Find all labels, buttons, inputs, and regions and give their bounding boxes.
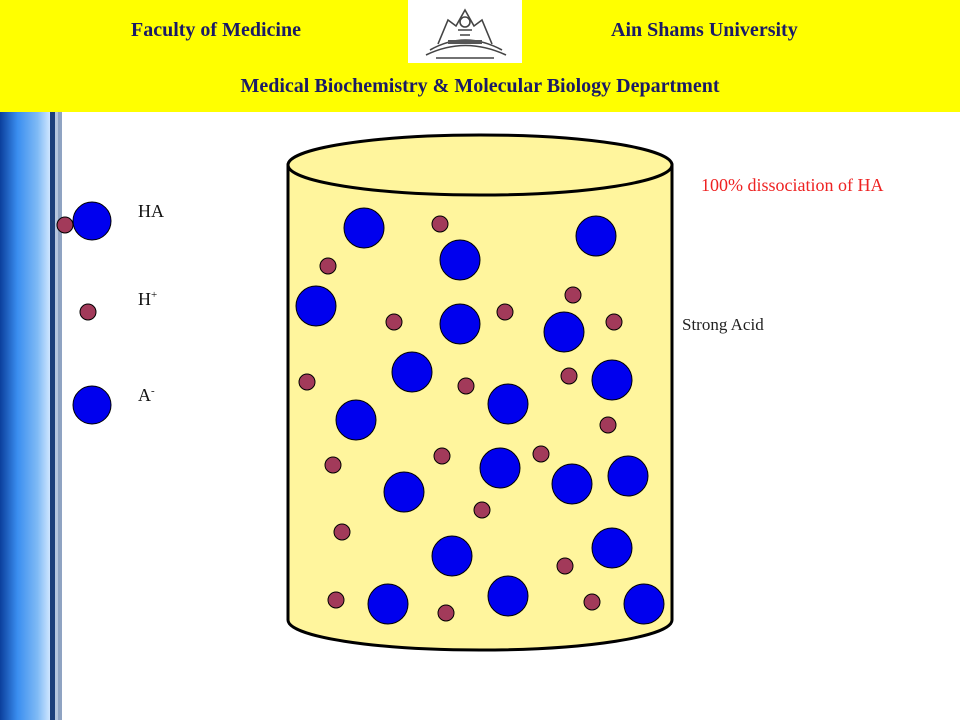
anion-charge: - [151, 385, 155, 397]
faculty-logo [408, 0, 522, 63]
anion-particle [551, 463, 593, 505]
anion-particle [623, 583, 665, 625]
proton-particle [457, 377, 475, 395]
anion-particle [383, 471, 425, 513]
legend-ha-symbol [56, 201, 112, 241]
proton-particles [298, 215, 623, 622]
faculty-title: Faculty of Medicine [131, 19, 301, 41]
anion-symbol-text: A [138, 385, 151, 405]
anion-particle [487, 383, 529, 425]
anion-particle [575, 215, 617, 257]
proton-particle [319, 257, 337, 275]
proton-particle [560, 367, 578, 385]
anion-particle [591, 527, 633, 569]
legend-proton-label: H+ [138, 289, 157, 310]
proton-particle [433, 447, 451, 465]
anion-particle [391, 351, 433, 393]
anion-particle [479, 447, 521, 489]
proton-particle [385, 313, 403, 331]
legend-ha-label: HA [138, 201, 164, 221]
proton-particle [556, 557, 574, 575]
anion-particle [487, 575, 529, 617]
dissociation-note: 100% dissociation of HA [701, 175, 884, 195]
proton-particle [532, 445, 550, 463]
anion-particle [367, 583, 409, 625]
anion-particle [335, 399, 377, 441]
anion-particle [591, 359, 633, 401]
faculty-emblem-icon [425, 8, 507, 59]
proton-particle [605, 313, 623, 331]
proton-particle [599, 416, 617, 434]
anion-particle [607, 455, 649, 497]
anion-particle [343, 207, 385, 249]
department-title: Medical Biochemistry & Molecular Biology… [240, 75, 720, 97]
anion-particle [439, 239, 481, 281]
proton-particle [327, 591, 345, 609]
proton-particle [431, 215, 449, 233]
legend-anion-symbol [72, 385, 112, 425]
beaker [286, 133, 674, 652]
anion-particle [543, 311, 585, 353]
anion-particle [439, 303, 481, 345]
proton-particle [333, 523, 351, 541]
proton-particle [437, 604, 455, 622]
proton-symbol-text: H [138, 289, 151, 309]
anion-particles [295, 207, 665, 625]
proton-particle [324, 456, 342, 474]
proton-particle [298, 373, 316, 391]
proton-particle [564, 286, 582, 304]
acid-type-label: Strong Acid [682, 315, 764, 334]
proton-charge: + [151, 289, 158, 301]
anion-particle [295, 285, 337, 327]
proton-particle [496, 303, 514, 321]
header-banner: Faculty of Medicine Ain Shams University… [0, 0, 960, 112]
university-title: Ain Shams University [611, 19, 798, 41]
legend-anion-label: A- [138, 385, 155, 406]
proton-particle [583, 593, 601, 611]
proton-particle [473, 501, 491, 519]
anion-particle [431, 535, 473, 577]
decorative-side-bar [0, 112, 62, 720]
legend-proton-symbol [79, 303, 97, 321]
